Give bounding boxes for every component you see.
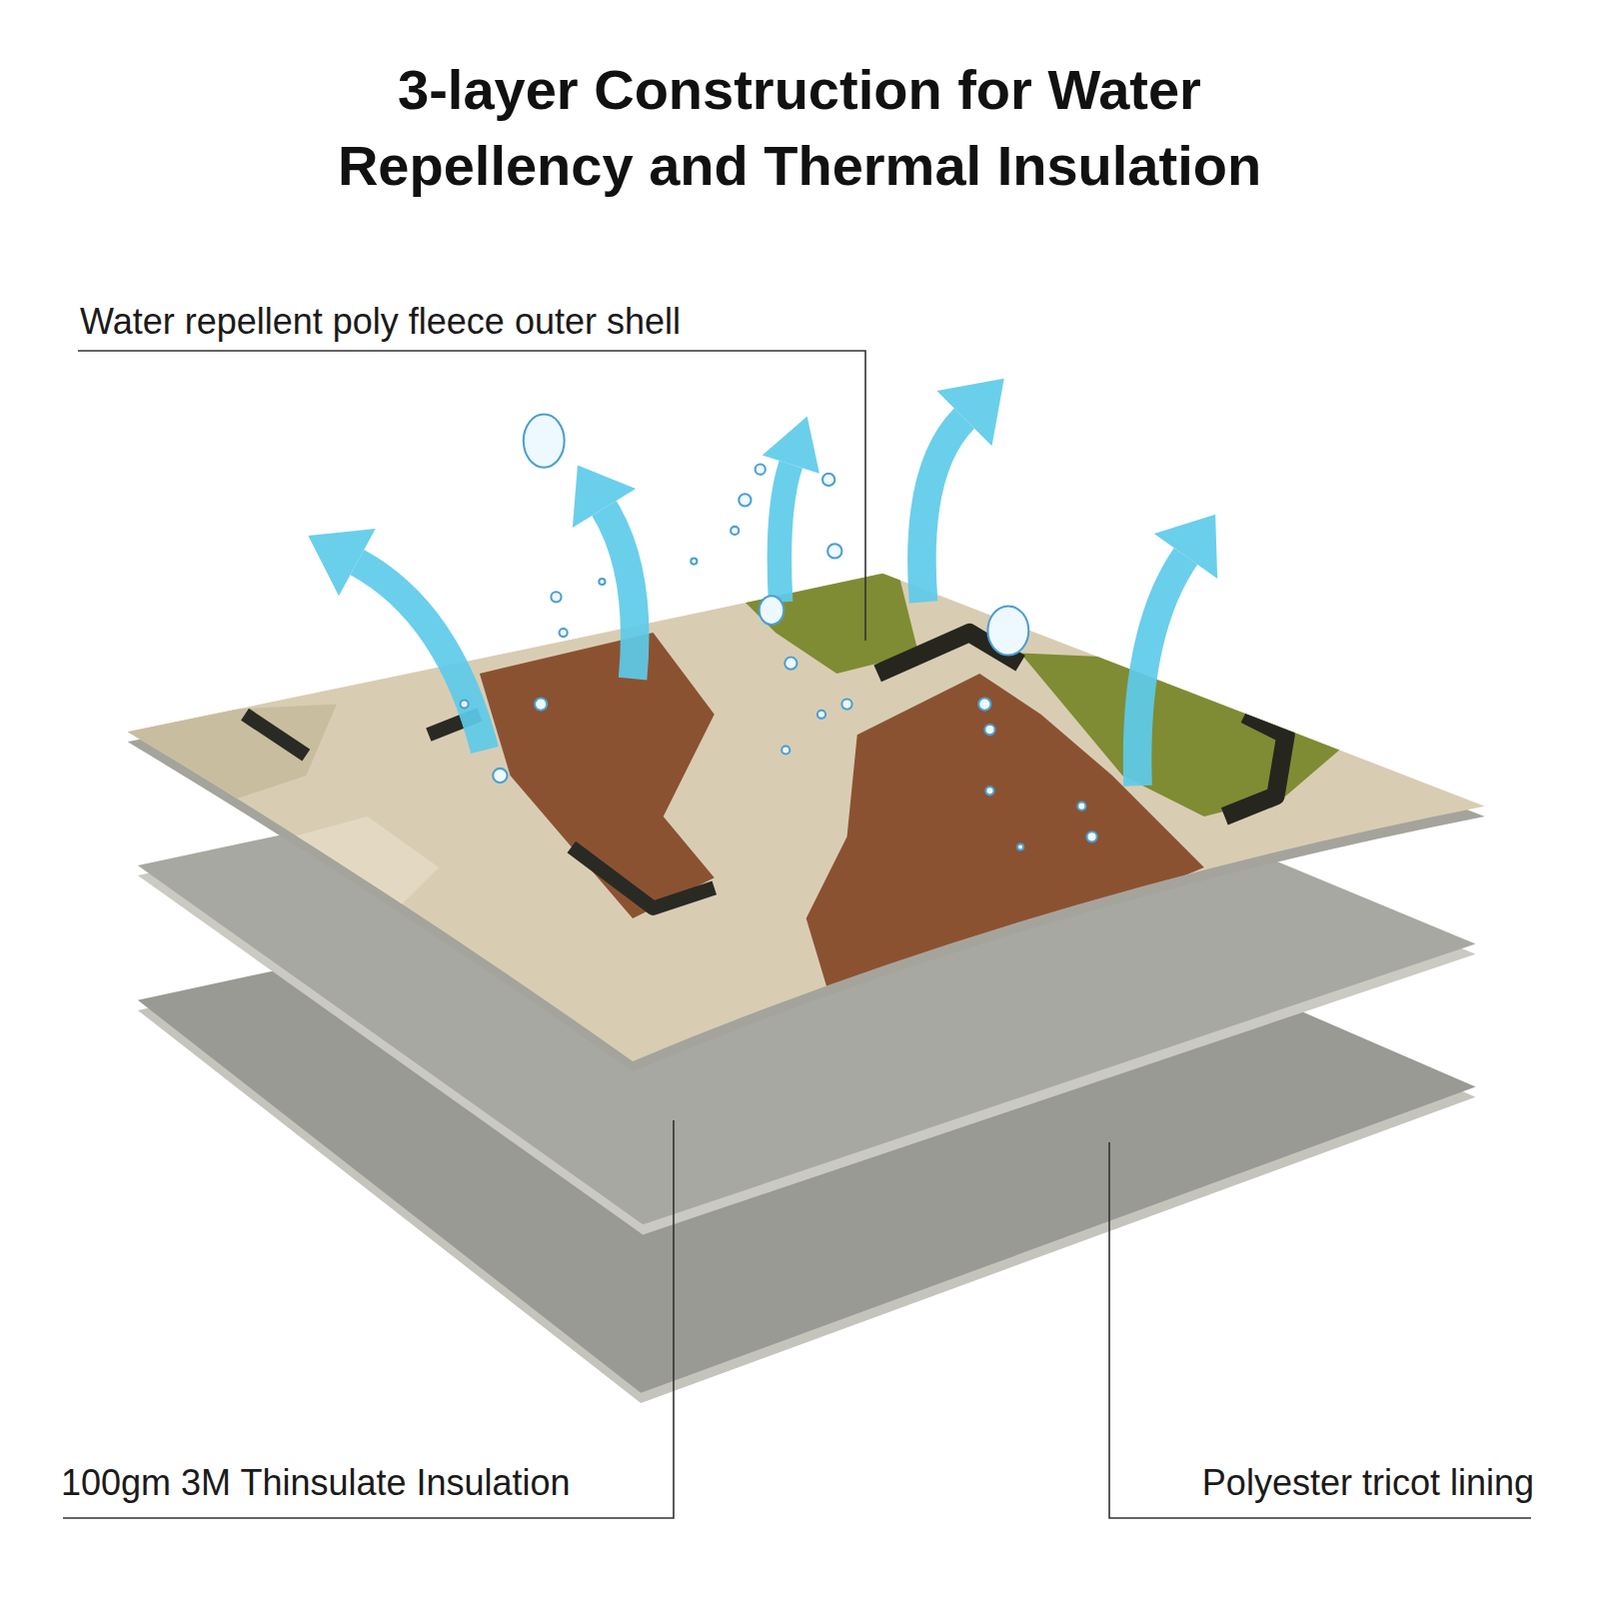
- droplet: [978, 697, 991, 710]
- arrow-head: [307, 528, 375, 596]
- camo-patch: [1020, 653, 1358, 817]
- droplet: [690, 558, 697, 565]
- arrow-head: [572, 465, 636, 528]
- camo-base: [101, 550, 1511, 1082]
- leader-line: [77, 350, 866, 641]
- camo-patch: [122, 704, 337, 817]
- arrow-shaft: [921, 418, 965, 603]
- droplet: [827, 543, 842, 558]
- arrow-head: [762, 416, 820, 474]
- layer-label: Polyester tricot lining: [1202, 1461, 1535, 1505]
- camo-patch: [479, 632, 715, 919]
- layer-stack: [101, 378, 1511, 1404]
- droplet: [841, 698, 852, 709]
- camo-fleece: [101, 550, 1511, 1082]
- droplet: [822, 473, 835, 486]
- arrow-shaft: [603, 508, 635, 680]
- droplet: [559, 628, 568, 637]
- droplet: [738, 493, 751, 506]
- droplet: [534, 697, 547, 710]
- droplet: [523, 414, 565, 468]
- droplet: [492, 768, 507, 783]
- layer-label: 100gm 3M Thinsulate Insulation: [60, 1461, 571, 1505]
- title: 3-layer Construction for Water Repellenc…: [149, 51, 1450, 204]
- droplet: [755, 464, 766, 475]
- arrow-head: [936, 378, 1004, 446]
- droplet: [759, 595, 785, 625]
- leader-lines: [62, 350, 1532, 1519]
- camo-stroke: [877, 632, 1286, 817]
- droplet: [781, 745, 790, 754]
- droplet: [984, 724, 995, 735]
- leader-line: [62, 1120, 674, 1519]
- water-droplets: [460, 414, 1098, 851]
- droplet: [1017, 843, 1024, 850]
- camo-patch: [714, 571, 919, 674]
- camo-patch: [254, 816, 439, 919]
- droplet: [460, 699, 469, 708]
- arrow-shaft: [1137, 555, 1186, 786]
- droplet: [784, 657, 797, 670]
- leader-line: [1109, 1142, 1532, 1519]
- vapor-arrows: [307, 378, 1218, 786]
- droplet: [598, 578, 605, 585]
- droplet: [1077, 802, 1086, 811]
- layer-label: Water repellent poly fleece outer shell: [79, 299, 681, 343]
- droplet: [550, 591, 561, 602]
- droplet: [1086, 831, 1097, 842]
- droplet: [987, 606, 1029, 656]
- droplet: [817, 710, 826, 719]
- droplet: [730, 526, 739, 535]
- droplet: [985, 786, 994, 795]
- arrow-head: [1154, 514, 1218, 579]
- arrow-shaft: [356, 562, 485, 751]
- arrow-shaft: [779, 464, 791, 603]
